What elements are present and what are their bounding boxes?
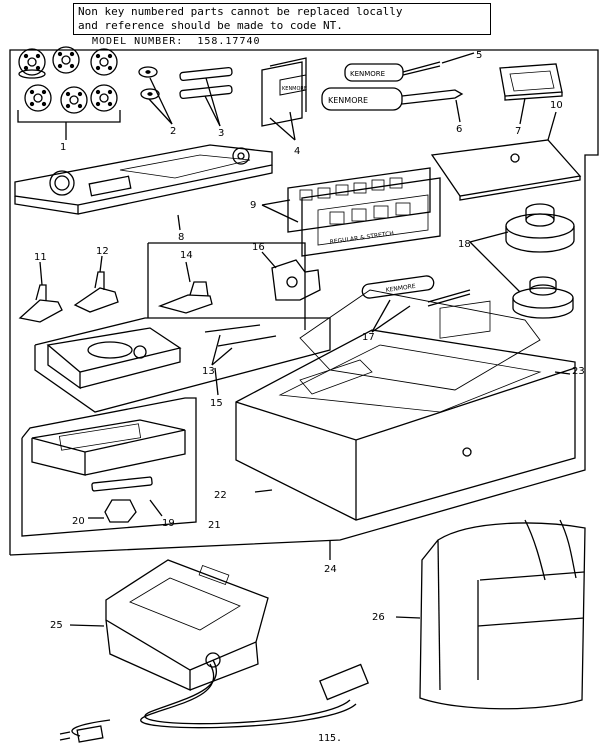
part-label-21: 21: [208, 520, 221, 531]
screwdriver-small-text: KENMORE: [350, 70, 385, 78]
model-number-line: MODEL NUMBER: 158.17740: [92, 36, 261, 47]
storage-case: [235, 289, 576, 521]
part-label-10: 10: [550, 100, 563, 111]
part-label-25: 25: [50, 620, 63, 631]
page-number: 115.: [318, 733, 343, 744]
foot-box-outline: [148, 242, 306, 330]
part-label-19: 19: [162, 518, 175, 529]
template-card: [499, 63, 563, 125]
part-label-6: 6: [456, 124, 462, 135]
spool-discs: [138, 66, 173, 125]
part-label-13: 13: [202, 366, 215, 377]
bobbins-group: [17, 46, 121, 140]
screwdrivers: KENMORE KENMORE: [321, 52, 475, 123]
bobbin-case: [31, 419, 186, 523]
part-label-12: 12: [96, 246, 109, 257]
zipper-foot: [157, 261, 213, 314]
presser-feet: [18, 255, 119, 323]
kenmore-booklet-text: KENMORE: [282, 86, 307, 92]
part-label-23: 23: [572, 366, 585, 377]
notice-line-1: Non key numbered parts cannot be replace…: [78, 5, 403, 18]
part-label-26: 26: [372, 612, 385, 623]
bobbin-holders: [469, 203, 575, 319]
part-label-14: 14: [180, 250, 193, 261]
buttonholer: [46, 327, 219, 396]
seam-ripper-text: KENMORE: [385, 283, 416, 294]
part-label-9: 9: [250, 200, 256, 211]
foot-control: [59, 559, 369, 743]
part-label-4: 4: [294, 146, 300, 157]
part-label-22: 22: [214, 490, 227, 501]
part-label-1: 1: [60, 142, 66, 153]
part-label-15: 15: [210, 398, 223, 409]
part-label-18: 18: [458, 239, 471, 250]
blind-stitch-attachment: [261, 251, 321, 301]
carry-bag: [395, 519, 586, 710]
slide-plate: [430, 111, 582, 201]
screwdriver-large-text: KENMORE: [328, 96, 368, 105]
part-label-2: 2: [170, 126, 176, 137]
kit-box: [21, 397, 197, 537]
part-label-3: 3: [218, 128, 224, 139]
part-label-24: 24: [324, 564, 337, 575]
part-label-8: 8: [178, 232, 184, 243]
spool-pins: [179, 66, 233, 127]
part-label-16: 16: [252, 242, 265, 253]
model-number-label: MODEL NUMBER:: [92, 36, 184, 47]
part-number-labels: 1 2 3 4 5 6 7 8 9 10 11 12 13 14 15 16 1…: [34, 50, 585, 631]
model-number-value: 158.17740: [197, 36, 261, 47]
seam-ripper: KENMORE: [361, 275, 471, 333]
booklets: KENMORE: [261, 57, 307, 141]
part-label-17: 17: [362, 332, 375, 343]
enclosure-outline: [9, 49, 599, 556]
part-label-5: 5: [476, 50, 482, 61]
notice-line-2: and reference should be made to code NT.: [78, 19, 343, 32]
part-label-7: 7: [515, 126, 521, 137]
needles: [204, 324, 277, 366]
attachment-plate: [14, 144, 273, 231]
parts-notice-box: Non key numbered parts cannot be replace…: [73, 3, 491, 35]
part-label-11: 11: [34, 252, 47, 263]
part-label-20: 20: [72, 516, 85, 527]
buttonholer-box: [34, 317, 331, 413]
